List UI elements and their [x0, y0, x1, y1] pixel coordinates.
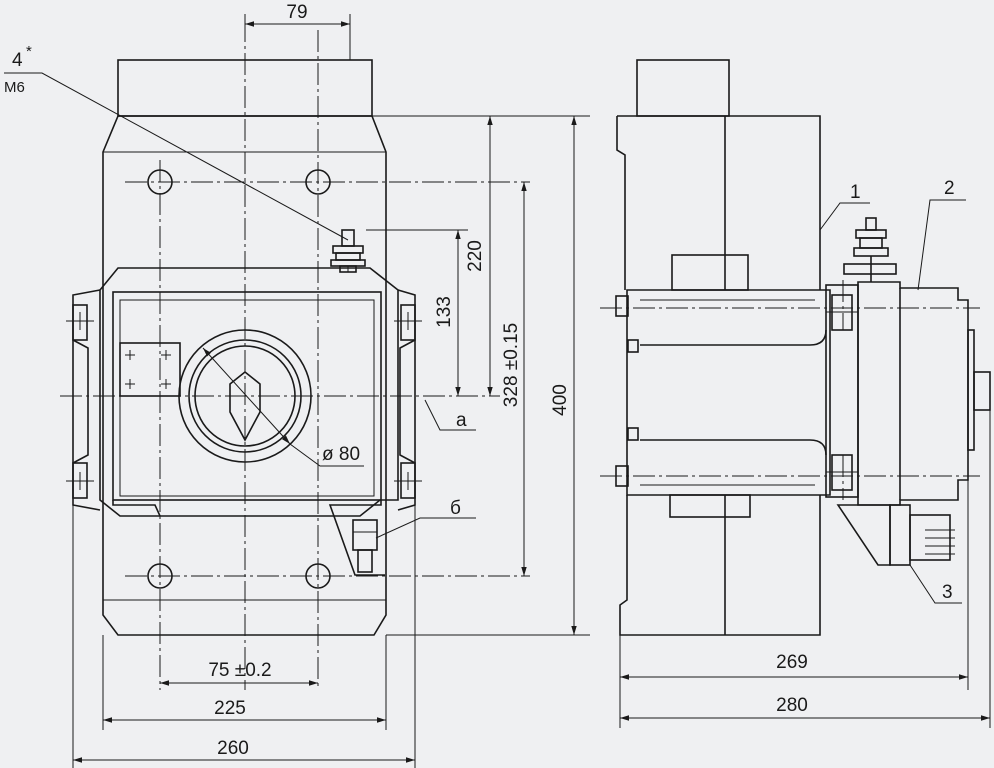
callout-2: 2 [944, 178, 955, 199]
front-centerlines [60, 20, 530, 690]
nameplate [119, 342, 181, 397]
leader-3 [909, 564, 962, 604]
callout-bolt-star: * [26, 43, 32, 60]
callout-bolt-number: 4 [12, 50, 23, 71]
label-d80: ø 80 [322, 444, 360, 465]
label-328: 328 ±0.15 [501, 323, 522, 407]
connector-3 [836, 504, 955, 566]
leader-1 [819, 202, 870, 231]
label-133: 133 [434, 296, 455, 328]
callout-1: 1 [850, 182, 861, 203]
label-75: 75 ±0.2 [208, 660, 271, 681]
label-400: 400 [550, 384, 571, 416]
side-body-upper [616, 115, 821, 290]
side-body-middle [626, 289, 831, 496]
callout-labels: 4 * М6 а б 1 2 3 [4, 43, 955, 603]
callout-b: б [450, 498, 461, 519]
callout-3: 3 [942, 582, 953, 603]
label-79: 79 [286, 2, 307, 23]
side-body-lower [619, 495, 821, 636]
label-220: 220 [465, 240, 486, 272]
control-panel [99, 267, 399, 576]
leader-a [424, 399, 476, 431]
label-225: 225 [214, 698, 246, 719]
front-extension-lines [72, 14, 590, 768]
mounting-holes [147, 169, 331, 589]
leader-b [375, 517, 476, 539]
side-view [600, 59, 991, 728]
front-body-outline [102, 115, 387, 636]
pin-b [352, 519, 378, 573]
side-bolt [843, 217, 897, 282]
left-side-clamp [66, 289, 101, 511]
leader-bolt [4, 72, 349, 241]
leader-lines [4, 72, 966, 604]
label-280: 280 [776, 695, 808, 716]
grounding-bolt [330, 229, 366, 273]
label-260: 260 [217, 738, 249, 759]
callout-a: а [456, 410, 467, 431]
leader-2 [917, 199, 966, 291]
actuator-block [857, 281, 991, 506]
label-269: 269 [776, 652, 808, 673]
front-view [60, 14, 590, 768]
side-top-housing [636, 59, 730, 117]
dimension-lines [73, 21, 990, 763]
callout-bolt-thread: М6 [4, 79, 25, 96]
dimension-labels: 79 220 133 328 ±0.15 400 ø 80 75 ±0.2 22… [208, 2, 807, 759]
right-side-clamp [394, 289, 422, 511]
